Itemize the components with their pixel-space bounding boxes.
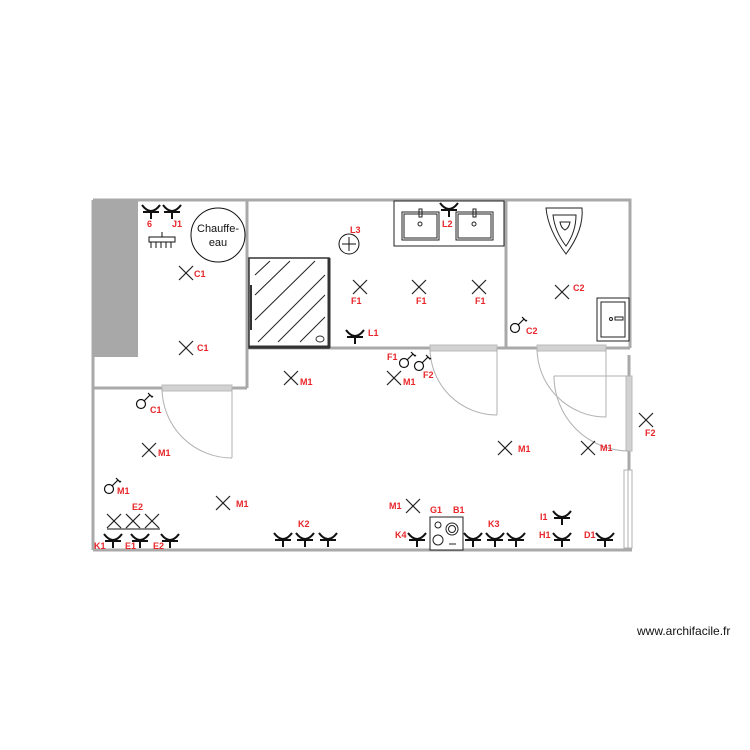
door-bathroom[interactable] — [429, 344, 498, 416]
label-b1: B1 — [453, 505, 465, 515]
label-d1: D1 — [584, 530, 596, 540]
ceiling-fan-icon — [338, 233, 360, 255]
label-light-m1: M1 — [389, 501, 402, 511]
label-outlet-l1: L1 — [368, 328, 379, 338]
water-heater-label: Chauffe- eau — [190, 222, 246, 250]
label-switch-f1: F1 — [387, 352, 398, 362]
label-g1: G1 — [430, 505, 443, 515]
window-right[interactable] — [623, 469, 633, 549]
label-e1: E1 — [125, 541, 137, 551]
label-switch-c1: C1 — [150, 405, 162, 415]
water-heater-label-line1: Chauffe- — [197, 223, 239, 235]
watermark[interactable]: www.archifacile.fr — [637, 624, 731, 638]
label-light-f2: F2 — [645, 428, 656, 438]
label-e2: E2 — [132, 502, 144, 512]
label-switch-c2: C2 — [526, 326, 538, 336]
label-light-c2: C2 — [573, 283, 585, 293]
label-light-m1: M1 — [300, 377, 313, 387]
outlets — [103, 202, 615, 549]
label-light-m1: M1 — [158, 448, 171, 458]
label-k3: K3 — [488, 519, 500, 529]
walls — [91, 198, 632, 552]
cooktop — [429, 516, 464, 551]
label-switch-f2: F2 — [423, 370, 434, 380]
water-heater-label-line2: eau — [208, 237, 228, 249]
door-technical-room[interactable] — [161, 384, 233, 459]
label-light-f1: F1 — [416, 296, 427, 306]
label-light-m1: M1 — [518, 444, 531, 454]
label-i1: I1 — [540, 512, 548, 522]
label-light-m1: M1 — [403, 377, 416, 387]
label-switch-m1: M1 — [117, 486, 130, 496]
water-heater — [190, 207, 246, 263]
label-light-c1: C1 — [194, 269, 206, 279]
label-e2: E2 — [153, 541, 165, 551]
label-k1: K1 — [94, 541, 106, 551]
door-wc[interactable] — [536, 344, 607, 418]
shower — [248, 257, 331, 349]
toilet — [545, 207, 583, 255]
label-outlet-l2: L2 — [442, 219, 453, 229]
label-outlet-j1: J1 — [172, 219, 183, 229]
label-light-m1: M1 — [236, 499, 249, 509]
label-k2: K2 — [298, 519, 310, 529]
radiator-icon — [148, 232, 176, 248]
label-h1: H1 — [539, 530, 551, 540]
label-ceiling-l3: L3 — [350, 225, 361, 235]
structural-column — [93, 200, 138, 357]
hand-basin — [596, 297, 630, 342]
label-light-m1: M1 — [600, 443, 613, 453]
label-light-c1: C1 — [197, 343, 209, 353]
label-k4: K4 — [395, 530, 407, 540]
label-light-f1: F1 — [475, 296, 486, 306]
label-outlet-6: 6 — [147, 219, 153, 229]
light-points — [106, 265, 654, 529]
door-entrance[interactable] — [553, 375, 633, 452]
label-light-f1: F1 — [351, 296, 362, 306]
